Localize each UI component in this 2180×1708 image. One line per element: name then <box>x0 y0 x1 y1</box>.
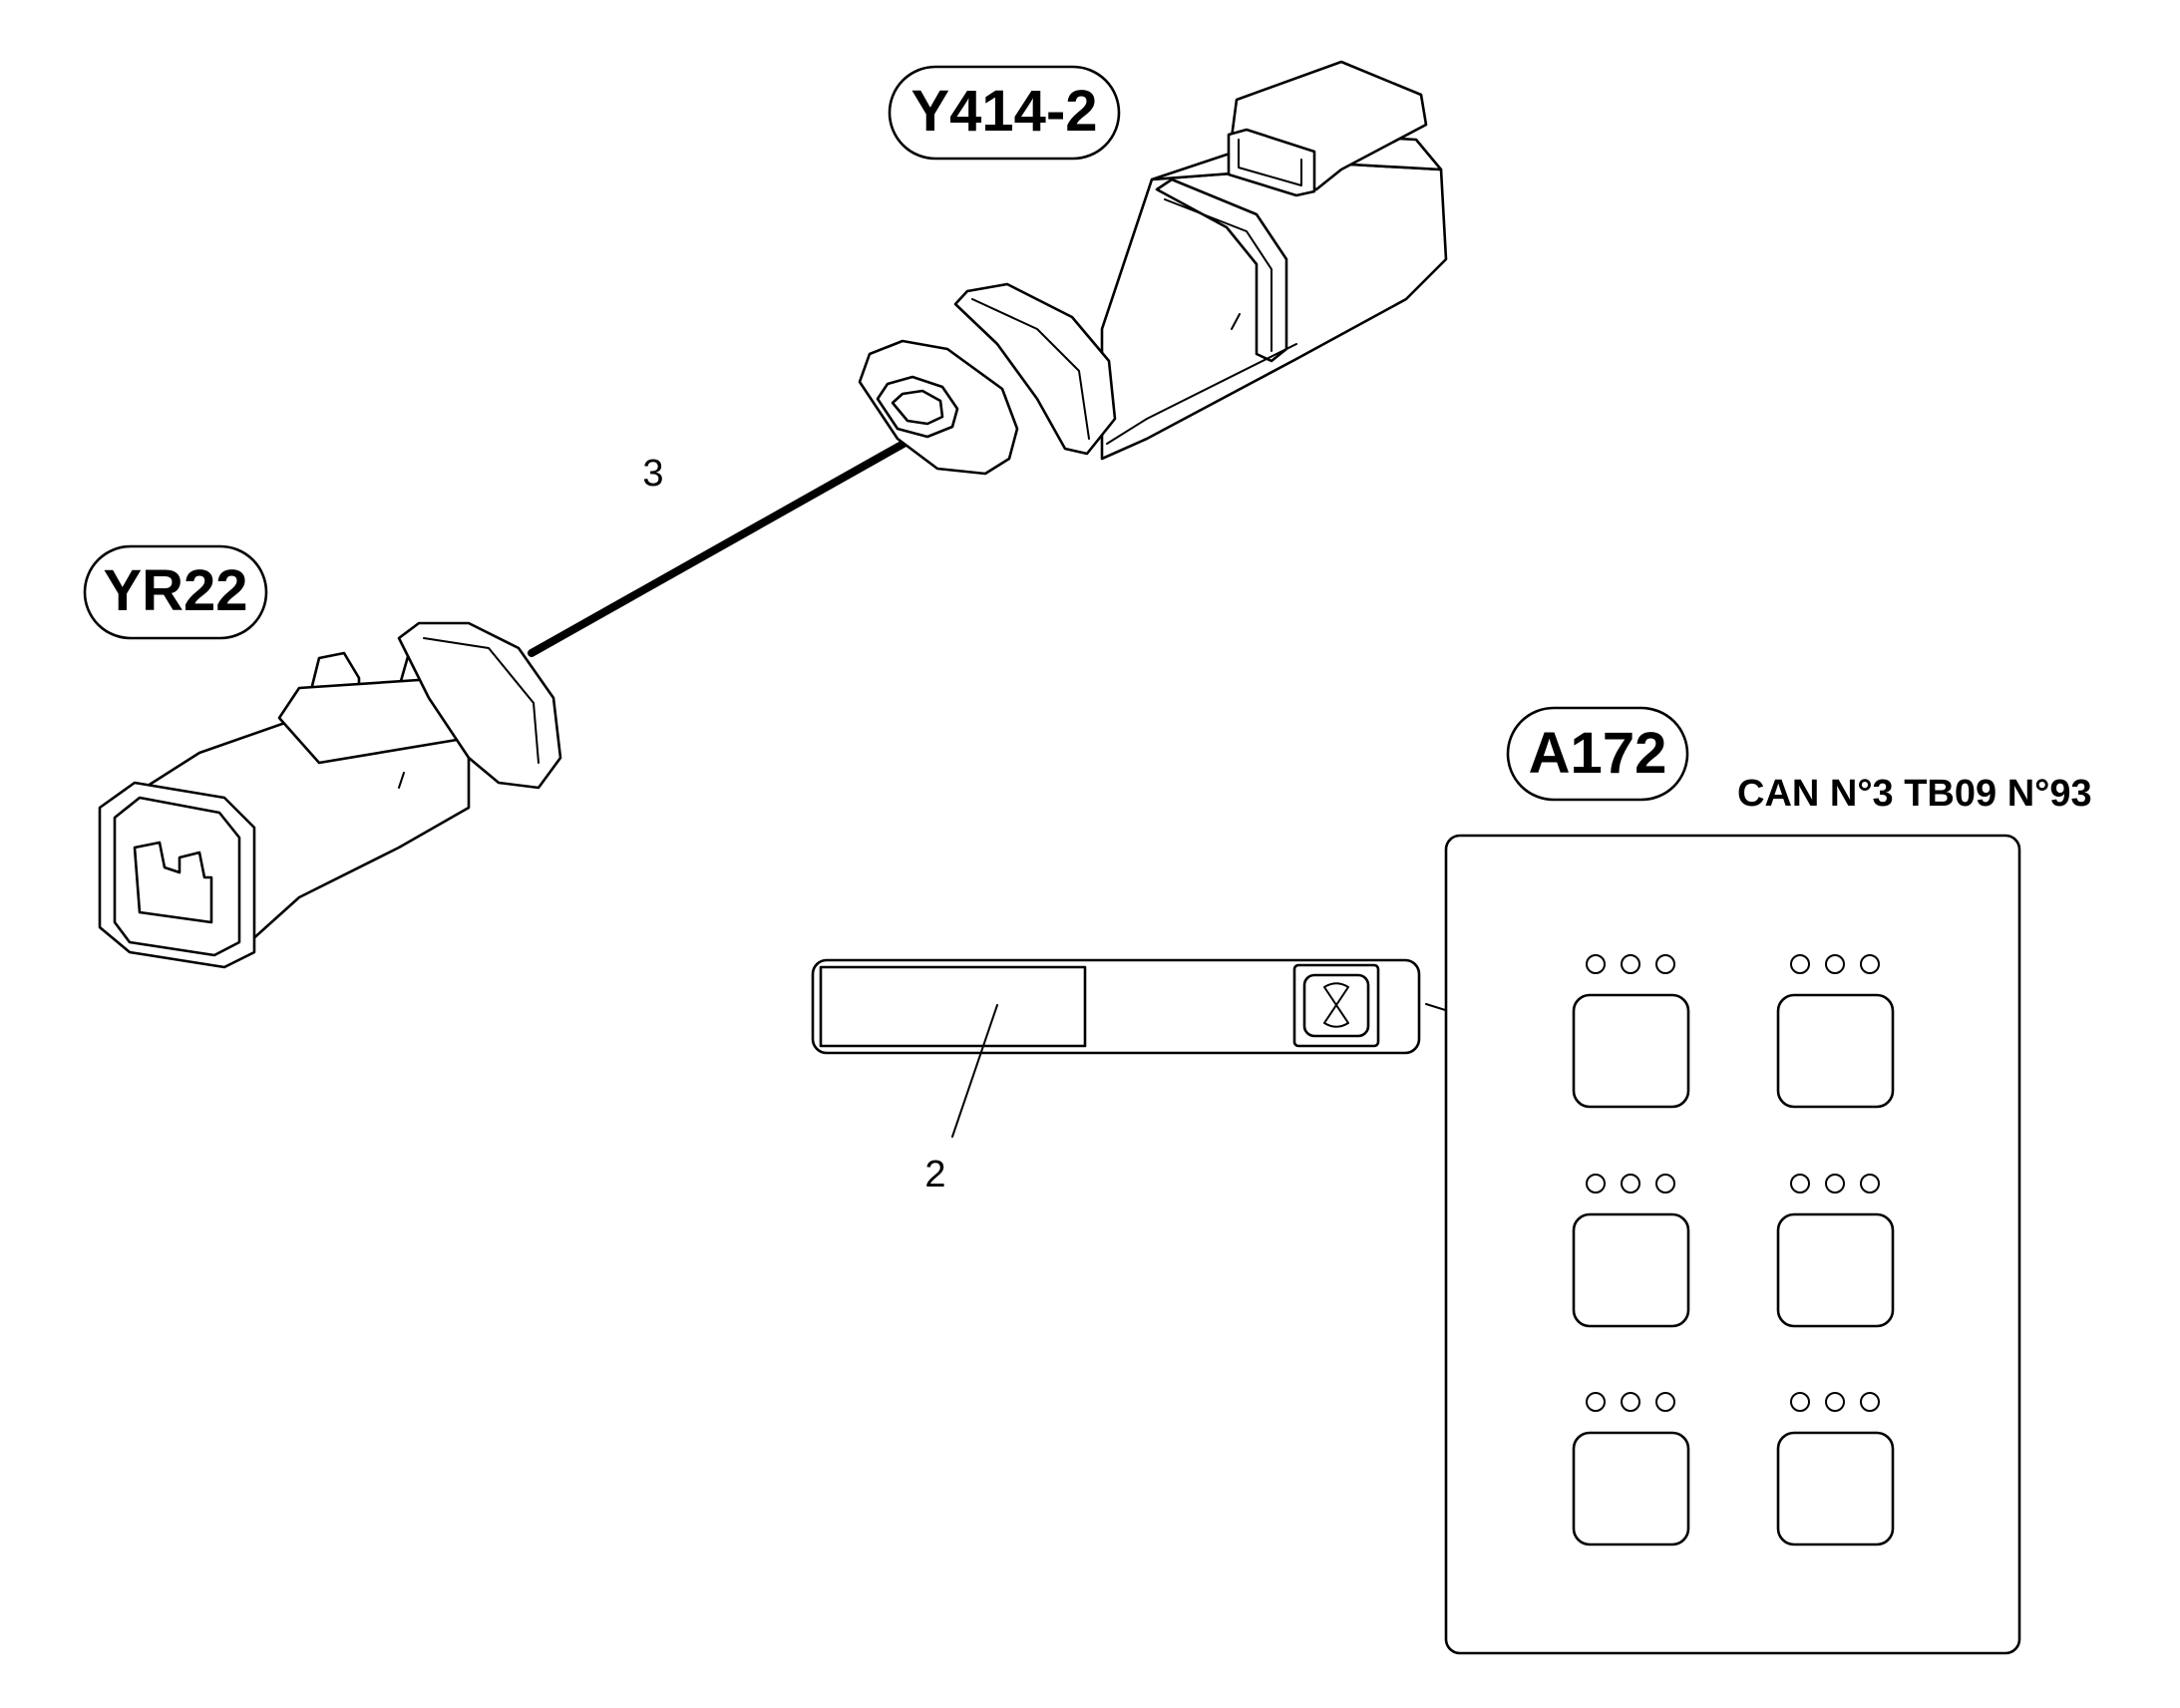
callout-2: 2 <box>924 1154 945 1196</box>
tag-yr22: YR22 <box>83 544 268 640</box>
led-indicator <box>1825 1174 1845 1194</box>
led-indicator <box>1860 954 1880 974</box>
connector-y414-2 <box>858 60 1448 476</box>
tag-a172: A172 <box>1506 706 1689 802</box>
led-indicator <box>1655 954 1675 974</box>
led-indicator <box>1825 1392 1845 1412</box>
tag-y414-2: Y414-2 <box>888 65 1121 161</box>
led-indicator <box>1860 1392 1880 1412</box>
led-indicator <box>1655 1174 1675 1194</box>
led-indicator <box>1586 1392 1606 1412</box>
callout-2-leader <box>951 1004 998 1138</box>
module-button[interactable] <box>1776 1431 1895 1546</box>
led-indicator <box>1860 1174 1880 1194</box>
module-button[interactable] <box>1572 1212 1690 1328</box>
led-indicator <box>1790 1174 1810 1194</box>
module-button[interactable] <box>1572 993 1690 1109</box>
tag-a172-text: A172 <box>1529 721 1667 786</box>
tag-y414-2-text: Y414-2 <box>910 79 1097 144</box>
bus-label: CAN N°3 TB09 N°93 <box>1737 773 2092 815</box>
tag-yr22-text: YR22 <box>103 558 247 623</box>
wire-harness <box>528 431 923 657</box>
led-indicator <box>1825 954 1845 974</box>
module-button[interactable] <box>1572 1431 1690 1546</box>
led-indicator <box>1586 954 1606 974</box>
label-text-area <box>819 965 1087 1048</box>
led-indicator <box>1621 1174 1640 1194</box>
module-button[interactable] <box>1776 1212 1895 1328</box>
module-button[interactable] <box>1776 993 1895 1109</box>
led-indicator <box>1790 1392 1810 1412</box>
led-indicator <box>1621 1392 1640 1412</box>
fan-icon <box>1292 963 1380 1048</box>
label-strip <box>811 958 1421 1055</box>
callout-3: 3 <box>642 453 663 495</box>
led-indicator <box>1621 954 1640 974</box>
module-a172 <box>1444 834 2021 1655</box>
led-indicator <box>1655 1392 1675 1412</box>
connector-yr22 <box>98 621 562 969</box>
led-indicator <box>1586 1174 1606 1194</box>
led-indicator <box>1790 954 1810 974</box>
